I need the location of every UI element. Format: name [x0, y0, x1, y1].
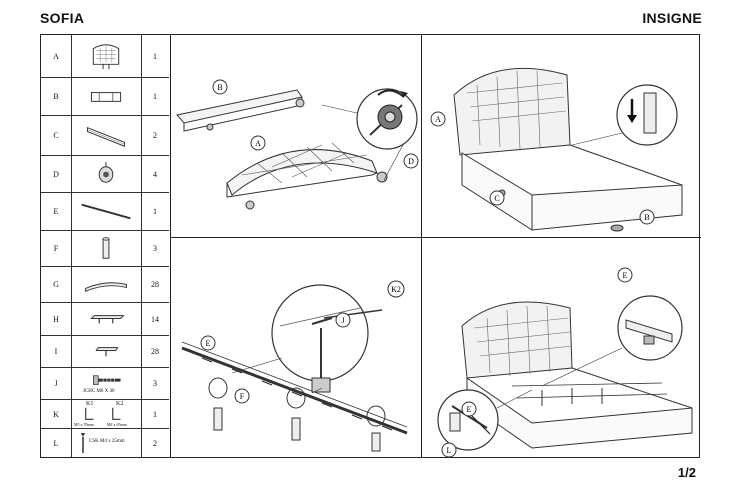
key-k2-label: K2: [116, 401, 124, 407]
allen-key-icon: K1 K2 M5 x 70mm M4 x 65mm: [71, 400, 142, 428]
part-qty: 14: [151, 314, 159, 324]
bolt-icon: JCHC M6 X 40: [71, 368, 142, 399]
headboard-icon: [71, 35, 142, 77]
double-slat-holder-icon: [71, 303, 142, 335]
part-qty: 3: [153, 379, 157, 388]
part-qty: 2: [153, 131, 157, 140]
slat-holder-icon: [71, 336, 142, 367]
part-qty: 2: [153, 438, 157, 448]
part-letter: H: [41, 303, 72, 335]
part-letter: I: [41, 336, 72, 367]
instruction-frame: A 1 B 1 C 2 D: [40, 34, 701, 459]
part-letter: A: [41, 35, 72, 77]
part-row-g: G 28: [41, 267, 169, 303]
curved-slat-icon: [71, 267, 142, 302]
part-row-l: L CSK M4 x 25mm 2: [41, 429, 169, 457]
part-letter: K: [41, 400, 72, 428]
part-row-k: K K1 K2 M5 x 70mm M4 x 65mm 1: [41, 400, 169, 429]
center-beam-icon: [71, 193, 142, 230]
panel-divider-horizontal: [171, 237, 701, 239]
part-letter: J: [41, 368, 72, 399]
screw-icon: CSK M4 x 25mm: [71, 429, 142, 457]
key-k2-spec: M4 x 65mm: [107, 422, 127, 427]
part-qty: 1: [153, 51, 157, 61]
part-qty: 1: [153, 207, 157, 216]
step-2-panel: [422, 35, 701, 237]
footboard-panel-icon: [71, 78, 142, 115]
part-qty: 28: [151, 347, 159, 356]
part-letter: L: [41, 429, 72, 457]
part-qty: 28: [151, 280, 159, 289]
screw-spec: CSK M4 x 25mm: [89, 439, 125, 444]
part-row-h: H 14: [41, 303, 169, 336]
part-row-j: J JCHC M6 X 40 3: [41, 368, 169, 400]
part-row-a: A 1: [41, 35, 169, 78]
step-4-panel: [422, 238, 701, 459]
panel-divider-vertical: [421, 35, 423, 457]
part-row-d: D 4: [41, 156, 169, 193]
part-row-e: E 1: [41, 193, 169, 231]
part-qty: 3: [153, 244, 157, 253]
part-row-i: I 28: [41, 336, 169, 368]
bolt-spec: JCHC M6 X 40: [83, 389, 115, 394]
part-letter: B: [41, 78, 72, 115]
part-letter: G: [41, 267, 72, 302]
key-k1-spec: M5 x 70mm: [74, 422, 94, 427]
part-letter: C: [41, 116, 72, 155]
part-qty: 1: [153, 92, 157, 101]
parts-list: A 1 B 1 C 2 D: [41, 35, 171, 457]
page-number: 1/2: [677, 465, 696, 480]
part-row-c: C 2: [41, 116, 169, 156]
part-letter: F: [41, 231, 72, 266]
part-letter: D: [41, 156, 72, 192]
brand-title: INSIGNE: [642, 10, 702, 26]
key-k1-label: K1: [86, 401, 94, 407]
side-rail-icon: [71, 116, 142, 155]
part-row-b: B 1: [41, 78, 169, 116]
model-title: SOFIA: [40, 10, 85, 26]
part-row-f: F 3: [41, 231, 169, 267]
part-qty: 1: [153, 409, 157, 419]
support-leg-icon: [71, 231, 142, 266]
part-qty: 4: [153, 169, 157, 179]
leg-foot-icon: [71, 156, 142, 192]
step-1-panel: [172, 35, 421, 237]
part-letter: E: [41, 193, 72, 230]
step-3-panel: [172, 238, 421, 459]
